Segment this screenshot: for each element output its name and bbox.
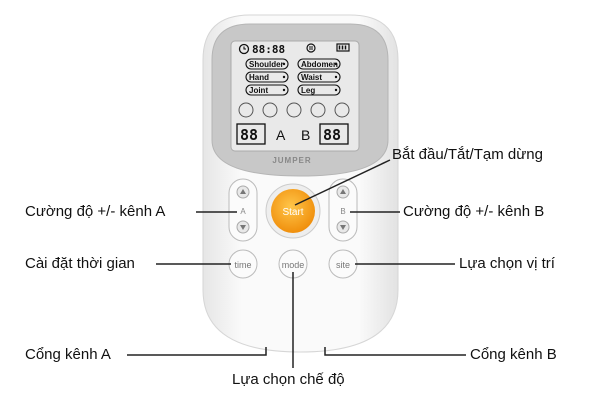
channel-b-display [319, 123, 349, 145]
site-pill [297, 84, 341, 96]
site-label: Abdomen [301, 60, 338, 69]
site-pill [297, 71, 341, 83]
site-indicator-dot [282, 88, 286, 92]
intensity-a-rocker[interactable]: A [228, 178, 258, 242]
battery-icon [336, 43, 350, 52]
massage-mode-icons [238, 102, 350, 118]
channel-a-display [236, 123, 266, 145]
brand-logo: JUMPER [272, 156, 311, 165]
site-label: Joint [249, 86, 268, 95]
svg-text:B: B [340, 207, 345, 216]
lcd-timer: 88:88 [252, 43, 285, 56]
callout-port-b: Cổng kênh B [470, 346, 557, 363]
intensity-b-rocker[interactable]: B [328, 178, 358, 242]
svg-text:A: A [276, 127, 286, 143]
svg-text:time: time [234, 260, 251, 270]
callout-port-a: Cổng kênh A [25, 346, 111, 363]
mode-icon-1 [238, 102, 254, 118]
site-label: Hand [249, 73, 269, 82]
site-label: Waist [301, 73, 322, 82]
leader-lines [127, 159, 466, 368]
callout-mode: Lựa chọn chế độ [232, 371, 345, 388]
clock-icon [238, 43, 250, 55]
callout-intensity-b: Cường độ +/- kênh B [403, 203, 545, 220]
svg-text:mode: mode [282, 260, 305, 270]
site-pill [245, 71, 289, 83]
svg-text:site: site [336, 260, 350, 270]
site-indicator-dot [282, 75, 286, 79]
mode-icon-4 [310, 102, 326, 118]
svg-text:88: 88 [240, 126, 258, 144]
svg-text:88: 88 [323, 126, 341, 144]
callout-time: Cài đặt thời gian [25, 255, 135, 272]
site-indicator-dot [334, 88, 338, 92]
callout-intensity-a: Cường độ +/- kênh A [25, 203, 166, 220]
site-indicator-dot [334, 62, 338, 66]
start-button[interactable]: Start [265, 183, 321, 239]
site-indicator-dot [282, 62, 286, 66]
site-button[interactable]: site [328, 249, 358, 279]
site-pill [245, 84, 289, 96]
mode-icon-3 [286, 102, 302, 118]
site-label: Leg [301, 86, 315, 95]
callout-start: Bắt đầu/Tắt/Tạm dừng [392, 146, 543, 163]
site-pill [297, 58, 341, 70]
mode-icon-2 [262, 102, 278, 118]
pause-icon [306, 43, 316, 53]
site-indicator-dot [334, 75, 338, 79]
svg-text:B: B [301, 127, 310, 143]
site-pill [245, 58, 289, 70]
callout-site: Lựa chọn vị trí [459, 255, 555, 272]
mode-icon-5 [334, 102, 350, 118]
svg-text:A: A [240, 207, 246, 216]
site-label: Shoulder [249, 60, 284, 69]
svg-text:Start: Start [282, 207, 303, 218]
time-button[interactable]: time [228, 249, 258, 279]
